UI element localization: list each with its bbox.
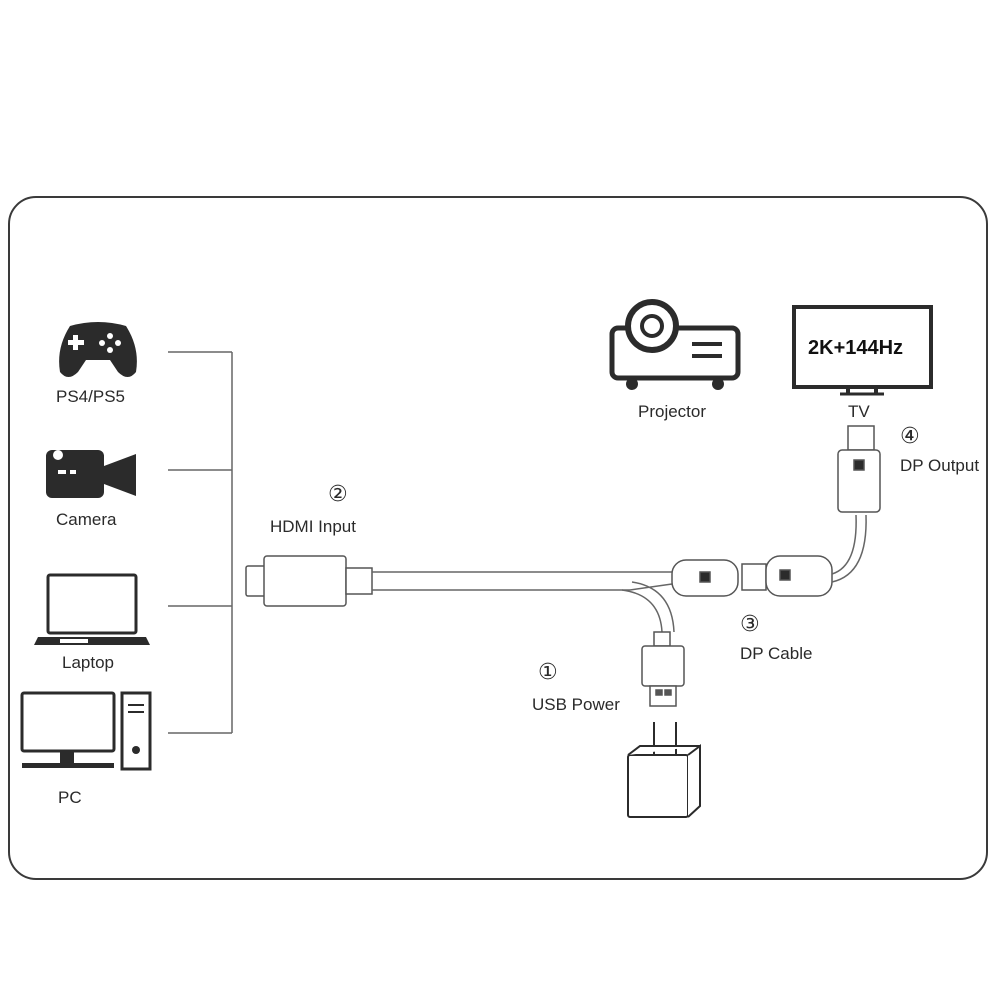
projector-label: Projector: [638, 402, 707, 421]
dp-cable: [831, 514, 867, 583]
step-3-number: ③: [740, 611, 760, 636]
camera-label: Camera: [56, 510, 117, 529]
tv-icon: [792, 305, 933, 396]
ps-label: PS4/PS5: [56, 387, 125, 406]
tv-screen-text: 2K+144Hz: [808, 337, 904, 359]
step-2-label: HDMI Input: [270, 517, 356, 536]
dp-output-connector: [837, 425, 881, 513]
step-4-number: ④: [900, 423, 920, 448]
step-4-label: DP Output: [900, 456, 980, 475]
step-1-label: USB Power: [532, 695, 620, 714]
dp-male-adapter: [741, 555, 833, 597]
tv-label: TV: [848, 402, 870, 421]
usb-connector: [641, 631, 685, 707]
gamepad-icon: [59, 322, 137, 377]
main-cable: [372, 571, 675, 633]
pc-icon: [20, 691, 152, 771]
source-bracket: [168, 351, 233, 734]
step-2-number: ②: [328, 481, 348, 506]
camera-icon: [46, 450, 136, 498]
laptop-icon: [34, 573, 150, 645]
hdmi-connector: [245, 555, 373, 607]
step-1-number: ①: [538, 659, 558, 684]
laptop-label: Laptop: [62, 653, 114, 672]
dp-female-adapter: [671, 559, 739, 597]
pc-label: PC: [58, 788, 82, 807]
power-adapter-icon: [627, 722, 701, 818]
step-3-label: DP Cable: [740, 644, 813, 663]
projector-icon: [609, 299, 741, 390]
